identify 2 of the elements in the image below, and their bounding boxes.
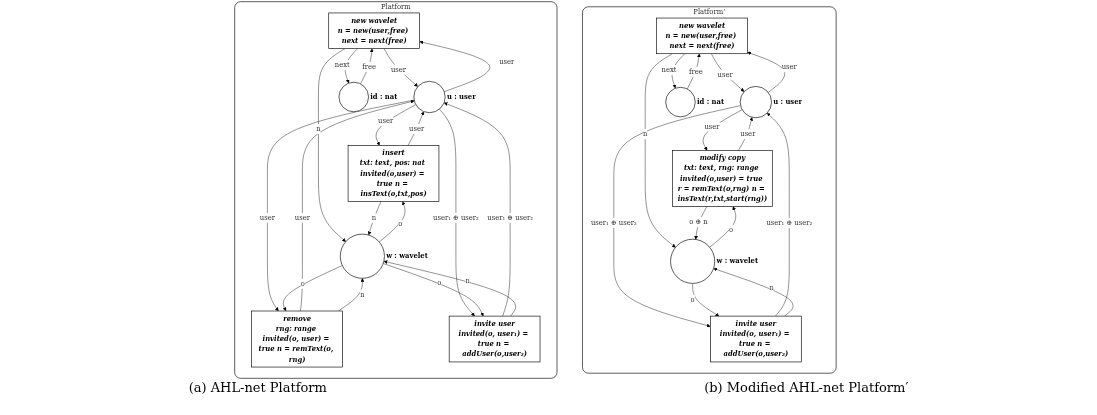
caption: (a) AHL-net Platform [188, 380, 327, 395]
caption: (b) Modified AHL-net Platform′ [704, 380, 909, 395]
